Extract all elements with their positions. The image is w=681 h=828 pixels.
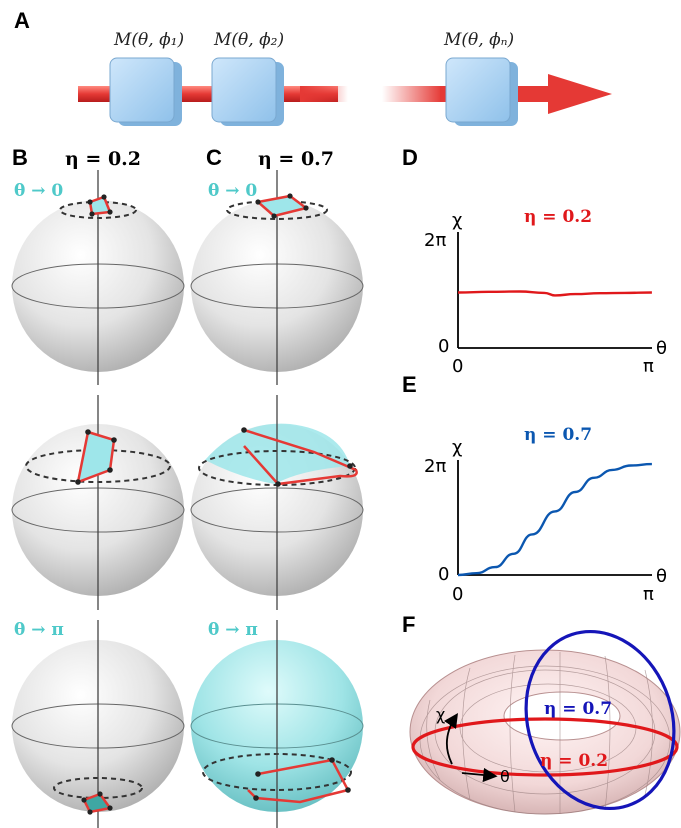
plot-e-ytick-zero: 0 <box>438 564 449 585</box>
plot-e-xtick-pi: π <box>643 584 654 605</box>
bloch-sphere-c2 <box>190 395 364 610</box>
torus: χ θ η = 0.7 η = 0.2 <box>409 629 681 815</box>
bloch-sphere-c1 <box>190 170 364 385</box>
plot-d-series-line <box>457 290 652 297</box>
plot-d-ytick-top: 2π <box>424 230 446 251</box>
operator-label-1: M(θ, ϕ₁) <box>113 30 184 50</box>
plot-d-title: η = 0.2 <box>524 207 592 227</box>
plot-d-xtick-pi: π <box>643 356 654 377</box>
plot-d-xtick-zero: 0 <box>452 356 463 377</box>
beam-diagram <box>78 57 612 126</box>
torus-red-label: η = 0.2 <box>540 751 608 771</box>
theta-tag-b-bottom: θ → π <box>14 620 64 640</box>
plot-e-xtick-zero: 0 <box>452 584 463 605</box>
column-c-eta: η = 0.7 <box>258 148 334 170</box>
operator-label-2: M(θ, ϕ₂) <box>213 30 284 50</box>
bloch-sphere-b3 <box>11 620 185 828</box>
operator-label-n: M(θ, ϕₙ) <box>443 30 514 50</box>
operator-cube-n <box>445 57 518 126</box>
theta-tag-b-top: θ → 0 <box>14 181 63 201</box>
operator-cube-2 <box>211 57 284 126</box>
panel-letter-d: D <box>402 145 418 170</box>
torus-red-loop <box>411 717 679 777</box>
plot-d-ytick-zero: 0 <box>438 336 449 357</box>
torus-chi-label: χ <box>436 705 445 724</box>
path-loop <box>243 428 358 486</box>
beam-arrowhead <box>548 74 612 114</box>
plot-d: χ 2π 0 0 π θ η = 0.2 <box>424 207 667 377</box>
panel-letter-f: F <box>402 612 415 637</box>
operator-cube-1 <box>109 57 182 126</box>
plot-e-xlabel: θ <box>656 566 667 587</box>
bloch-sphere-b2 <box>11 395 185 610</box>
plot-e-ytick-top: 2π <box>424 456 446 477</box>
panel-letter-b: B <box>12 145 28 170</box>
path-loop <box>88 195 112 216</box>
torus-blue-loop <box>524 629 676 811</box>
beam-fade-out <box>300 86 348 102</box>
theta-tag-c-bottom: θ → π <box>208 620 258 640</box>
plot-e-title: η = 0.7 <box>524 425 592 445</box>
panel-letter-a: A <box>14 8 30 33</box>
bloch-sphere-c3 <box>190 620 364 828</box>
theta-tag-c-top: θ → 0 <box>208 181 257 201</box>
torus-blue-label: η = 0.7 <box>544 699 612 719</box>
panel-letter-c: C <box>206 145 222 170</box>
chi-arrow <box>444 713 458 765</box>
torus-theta-label: θ <box>500 767 510 786</box>
torus-hole <box>503 691 621 741</box>
bloch-sphere-b1 <box>11 170 185 385</box>
plot-e-ylabel: χ <box>452 437 462 458</box>
panel-letter-e: E <box>402 372 417 397</box>
theta-arrow <box>461 767 498 783</box>
plot-e-series-line <box>457 462 652 577</box>
beam-fade-in <box>382 86 442 102</box>
plot-e: χ 2π 0 0 π θ η = 0.7 <box>424 425 667 605</box>
plot-d-ylabel: χ <box>452 210 462 231</box>
plot-d-xlabel: θ <box>656 338 667 359</box>
column-b-eta: η = 0.2 <box>65 148 141 170</box>
